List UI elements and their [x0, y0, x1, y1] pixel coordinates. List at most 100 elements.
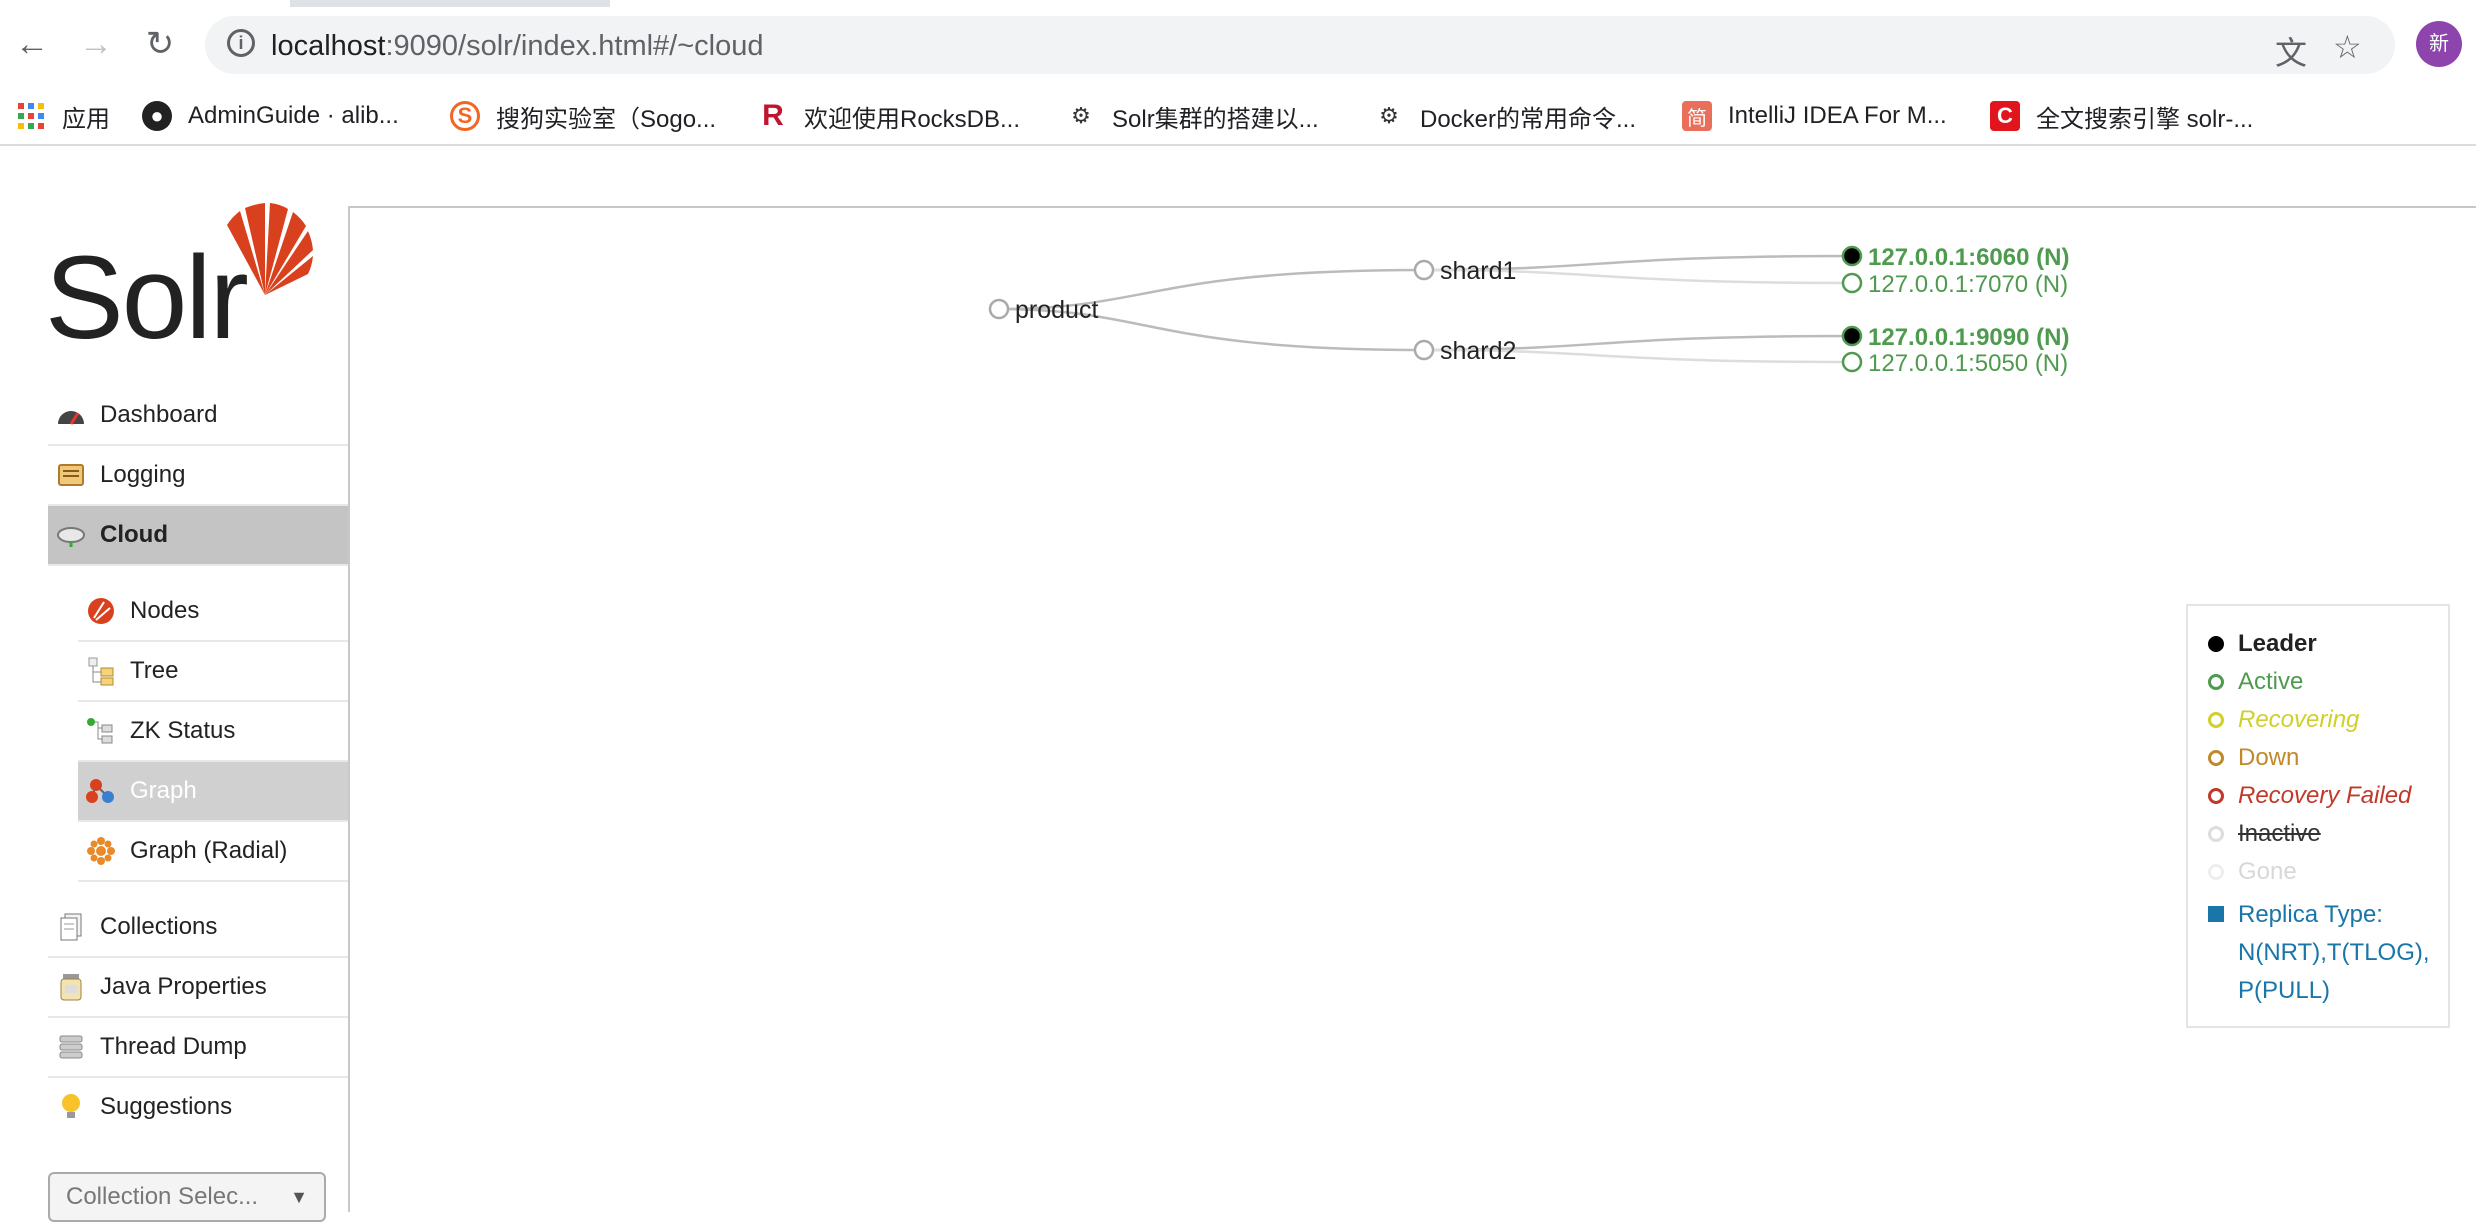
- bookmark-intellij[interactable]: 简 IntelliJ IDEA For M...: [1682, 98, 1947, 134]
- sidebar-item-java-properties[interactable]: Java Properties: [48, 958, 348, 1018]
- sidebar-item-graph[interactable]: Graph: [78, 762, 348, 822]
- tab-left-segment[interactable]: [0, 0, 290, 7]
- legend-recovery-failed: Recovery Failed: [2208, 782, 2411, 810]
- zk-status-icon: [86, 716, 116, 746]
- replica-label-leader[interactable]: 127.0.0.1:6060 (N): [1868, 244, 2069, 271]
- replica-node: [1841, 351, 1863, 373]
- shard-node: [1413, 259, 1435, 281]
- solr-sun-icon: [227, 203, 313, 295]
- tab-active[interactable]: [610, 0, 2476, 7]
- recovering-dot-icon: [2208, 712, 2224, 728]
- replica-label[interactable]: 127.0.0.1:7070 (N): [1868, 271, 2068, 298]
- back-arrow-icon[interactable]: ←: [15, 24, 49, 63]
- legend-replica-type-text: Replica Type: N(NRT),T(TLOG), P(PULL): [2238, 896, 2430, 1010]
- recovery-failed-dot-icon: [2208, 788, 2224, 804]
- active-dot-icon: [2208, 674, 2224, 690]
- legend-label: N(NRT),T(TLOG),: [2238, 939, 2430, 966]
- bookmark-adminguide[interactable]: ● AdminGuide · alib...: [142, 98, 399, 134]
- translate-icon[interactable]: 文: [2275, 35, 2308, 71]
- sidebar-item-zk-status[interactable]: ZK Status: [78, 702, 348, 762]
- sidebar-item-label: Graph: [130, 777, 197, 804]
- logo-wordmark: Solr: [45, 232, 249, 364]
- legend-inactive: Inactive: [2208, 820, 2321, 848]
- sidebar-nav: Dashboard Logging Cloud Nodes Tree: [48, 386, 348, 1136]
- sidebar-item-thread-dump[interactable]: Thread Dump: [48, 1018, 348, 1078]
- address-bar[interactable]: i localhost:9090/solr/index.html#/~cloud…: [205, 16, 2395, 74]
- collection-selector-label: Collection Selec...: [66, 1183, 259, 1210]
- apps-grid-icon: [16, 101, 46, 131]
- profile-avatar[interactable]: 新: [2416, 21, 2462, 67]
- legend-down: Down: [2208, 744, 2299, 772]
- legend-label: Replica Type:: [2238, 901, 2383, 928]
- inactive-dot-icon: [2208, 826, 2224, 842]
- collection-selector[interactable]: Collection Selec... ▼: [48, 1172, 326, 1222]
- bookmark-solr-cluster[interactable]: ⚙ Solr集群的搭建以...: [1066, 98, 1319, 134]
- cloud-graph: product shard1 shard2 127.0.0.1:6060 (N)…: [988, 244, 2069, 377]
- nodes-icon: [86, 596, 116, 626]
- sidebar-item-graph-radial[interactable]: Graph (Radial): [78, 822, 348, 882]
- bookmark-label: 应用: [62, 105, 110, 133]
- down-dot-icon: [2208, 750, 2224, 766]
- collection-label[interactable]: product: [1015, 296, 1098, 324]
- logging-icon: [56, 460, 86, 490]
- bookmark-label: 搜狗实验室（Sogo...: [496, 105, 717, 133]
- sidebar-item-nodes[interactable]: Nodes: [78, 582, 348, 642]
- tab-strip: [0, 0, 2476, 7]
- graph-radial-icon: [86, 836, 116, 866]
- bookmark-label: Solr集群的搭建以...: [1112, 105, 1319, 133]
- link-shard1-leader: [1423, 254, 1853, 272]
- sidebar-item-logging[interactable]: Logging: [48, 446, 348, 506]
- replica-label-leader[interactable]: 127.0.0.1:9090 (N): [1868, 324, 2069, 351]
- shard-label[interactable]: shard1: [1440, 257, 1516, 285]
- site-info-icon[interactable]: i: [227, 29, 255, 57]
- shard-label[interactable]: shard2: [1440, 337, 1516, 365]
- sidebar-item-label: ZK Status: [130, 717, 236, 744]
- bookmark-solr-search[interactable]: C 全文搜索引擎 solr-...: [1990, 98, 2253, 134]
- legend-label: Inactive: [2238, 820, 2321, 847]
- bookmark-docker[interactable]: ⚙ Docker的常用命令...: [1374, 98, 1636, 134]
- sidebar-item-collections[interactable]: Collections: [48, 898, 348, 958]
- sogou-icon: S: [450, 101, 480, 131]
- replica-label[interactable]: 127.0.0.1:5050 (N): [1868, 350, 2068, 377]
- sidebar-item-tree[interactable]: Tree: [78, 642, 348, 702]
- forward-arrow-icon[interactable]: →: [79, 24, 113, 63]
- sidebar-item-label: Dashboard: [100, 401, 218, 428]
- sidebar-item-label: Java Properties: [100, 973, 267, 1000]
- legend-active: Active: [2208, 668, 2303, 696]
- legend-label: Gone: [2238, 858, 2297, 885]
- thread-dump-icon: [56, 1032, 86, 1062]
- cloud-submenu: Nodes Tree ZK Status Graph Graph (Radial…: [78, 566, 348, 898]
- sidebar-item-label: Graph (Radial): [130, 837, 288, 864]
- bookmarks-bar: 应用 ● AdminGuide · alib... S 搜狗实验室（Sogo..…: [0, 88, 2476, 146]
- bookmark-star-icon[interactable]: ☆: [2333, 29, 2362, 65]
- sidebar-item-label: Cloud: [100, 521, 168, 548]
- graph-icon: [86, 776, 116, 806]
- link-shard2-replica: [1423, 348, 1853, 364]
- replica-leader-node: [1841, 245, 1863, 267]
- bookmark-rocksdb[interactable]: R 欢迎使用RocksDB...: [758, 98, 1020, 134]
- replica-type-square-icon: [2208, 906, 2224, 922]
- reload-icon[interactable]: ↻: [145, 25, 175, 63]
- bookmark-sogou[interactable]: S 搜狗实验室（Sogo...: [450, 98, 716, 134]
- browser-toolbar: ← → ↻ i localhost:9090/solr/index.html#/…: [0, 0, 2476, 88]
- sidebar-item-suggestions[interactable]: Suggestions: [48, 1078, 348, 1136]
- sidebar-item-label: Suggestions: [100, 1093, 233, 1120]
- legend-label: P(PULL): [2238, 977, 2331, 1004]
- legend-label: Recovery Failed: [2238, 782, 2412, 809]
- jianshu-icon: ⚙: [1071, 103, 1091, 128]
- url-text[interactable]: localhost:9090/solr/index.html#/~cloud: [271, 30, 764, 63]
- solr-logo[interactable]: Solr: [45, 200, 315, 364]
- csdn-icon: C: [1990, 101, 2020, 131]
- bookmark-apps[interactable]: 应用: [16, 98, 110, 134]
- sidebar-item-label: Logging: [100, 461, 186, 488]
- bookmark-label: IntelliJ IDEA For M...: [1728, 102, 1947, 129]
- tree-icon: [86, 656, 116, 686]
- sidebar-item-label: Collections: [100, 913, 218, 940]
- jianshu-icon: ⚙: [1379, 103, 1399, 128]
- shard-node: [1413, 339, 1435, 361]
- replica-node: [1841, 272, 1863, 294]
- sidebar-item-dashboard[interactable]: Dashboard: [48, 386, 348, 446]
- sidebar-item-cloud[interactable]: Cloud: [48, 506, 348, 566]
- url-host: localhost: [271, 30, 386, 62]
- legend-label: Down: [2238, 744, 2300, 771]
